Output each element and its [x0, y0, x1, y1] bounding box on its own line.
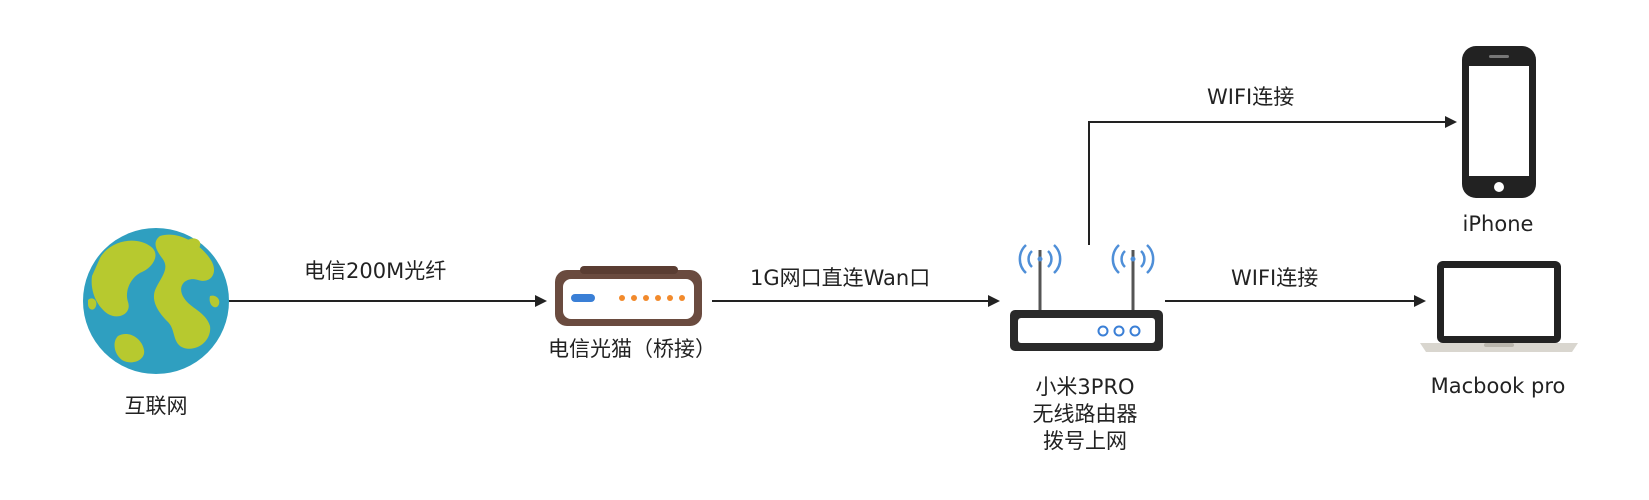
iphone-icon: [1462, 46, 1536, 198]
router-label-line-2: 无线路由器: [1032, 402, 1138, 426]
node-label-iphone: iPhone: [1462, 212, 1534, 236]
globe-icon: [83, 228, 229, 374]
router-label-line-1: 小米3PRO: [1035, 375, 1135, 399]
node-label-router: 小米3PRO 无线路由器 拨号上网: [1033, 374, 1138, 455]
edge-label-router-iphone: WIFI连接: [1207, 85, 1295, 109]
router-label-line-3: 拨号上网: [1043, 429, 1127, 453]
wifi-wave-right-icon: [1111, 244, 1155, 274]
router-icon: [1010, 244, 1163, 351]
node-label-modem: 电信光猫（桥接）: [548, 337, 716, 361]
node-label-internet: 互联网: [124, 394, 188, 418]
wifi-wave-left-icon: [1018, 244, 1062, 274]
edge-label-router-macbook: WIFI连接: [1231, 266, 1319, 290]
node-label-macbook: Macbook pro: [1430, 374, 1566, 398]
edge-label-internet-modem: 电信200M光纤: [304, 259, 447, 283]
edge-label-modem-router: 1G网口直连Wan口: [750, 266, 931, 290]
modem-icon: [555, 266, 702, 326]
connectors: [228, 116, 1457, 307]
macbook-icon: [1420, 261, 1578, 352]
edge-router-iphone: [1088, 116, 1457, 245]
